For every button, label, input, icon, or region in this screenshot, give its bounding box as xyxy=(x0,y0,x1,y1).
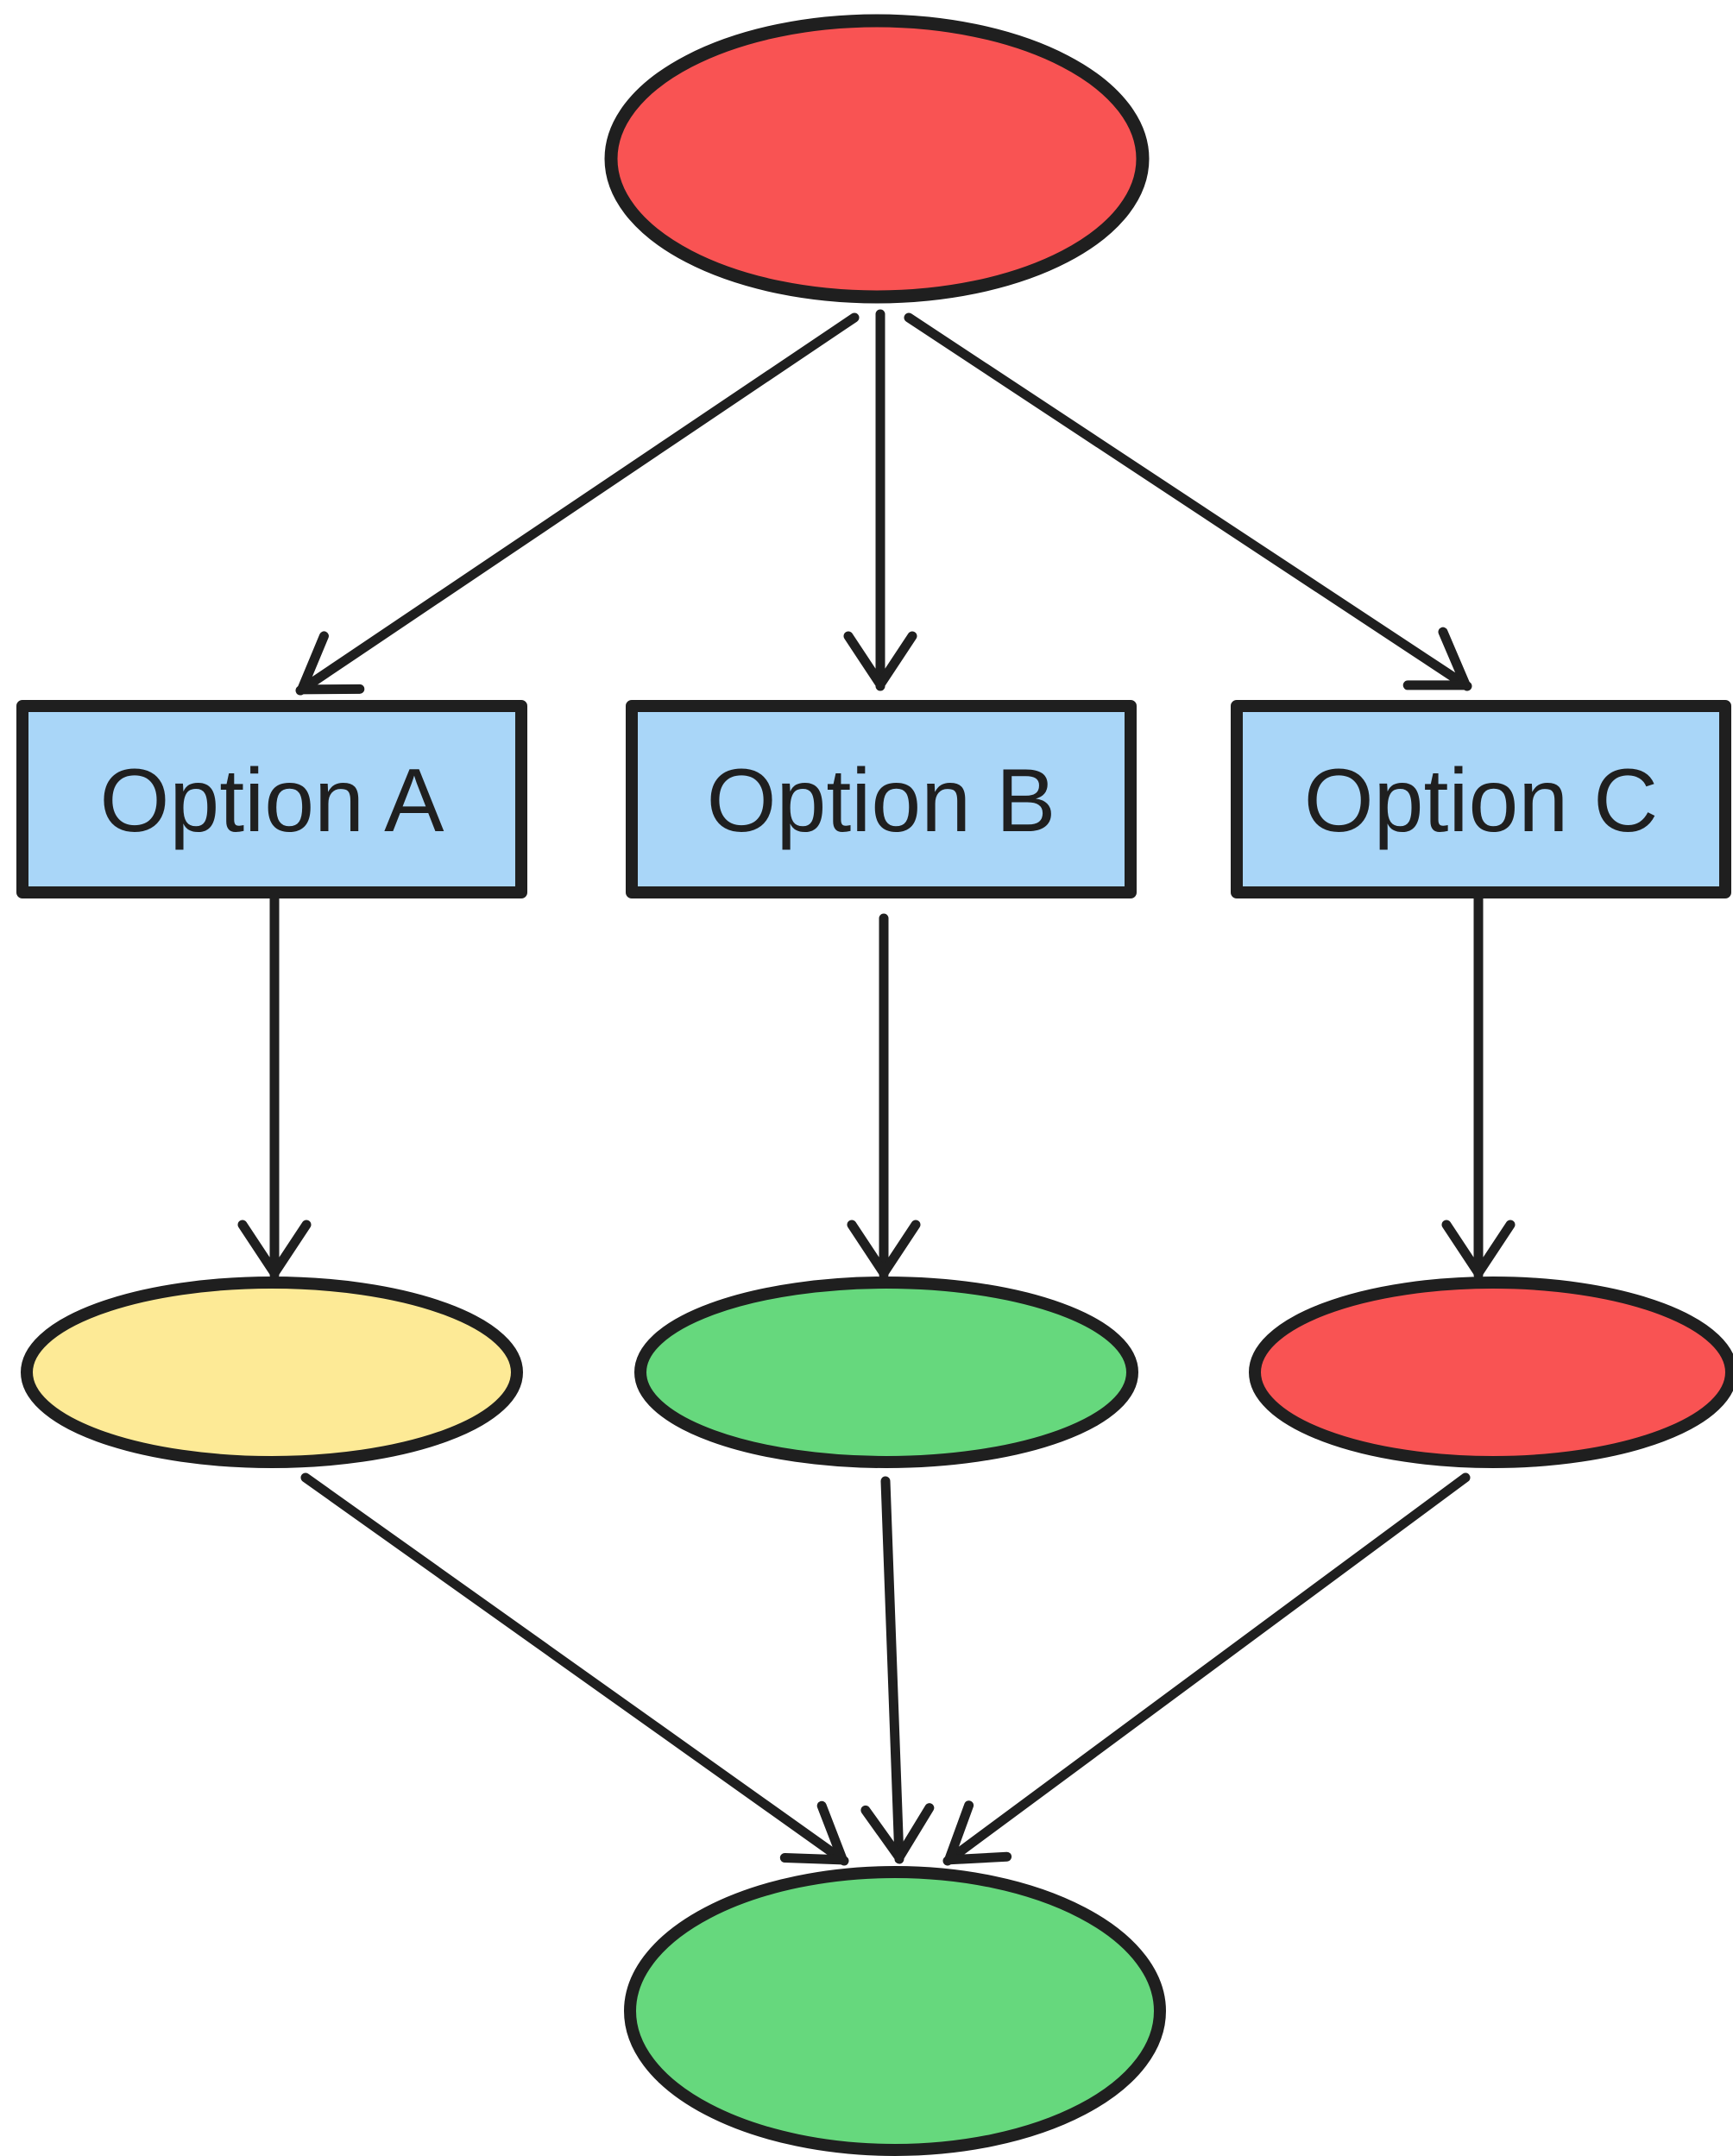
node-result-a-ellipse xyxy=(21,1277,523,1468)
node-option-c-label: Option C xyxy=(1304,751,1658,851)
node-option-b-label: Option B xyxy=(707,751,1056,851)
edge-start-option-a xyxy=(295,312,860,696)
node-result-c-ellipse xyxy=(1249,1277,1733,1468)
node-option-c xyxy=(1231,700,1731,898)
edge-result-b-end xyxy=(860,1476,935,1864)
node-start-ellipse xyxy=(604,14,1150,304)
edge-result-c-end xyxy=(942,1472,1471,1866)
edge-start-option-c xyxy=(904,312,1472,691)
node-option-b xyxy=(626,700,1137,898)
edge-result-a-end xyxy=(300,1472,849,1866)
node-option-a xyxy=(16,700,527,898)
node-option-a-label: Option A xyxy=(100,751,445,851)
node-end-ellipse xyxy=(624,1866,1166,2156)
edges-layer xyxy=(237,309,1516,1866)
node-result-b-ellipse xyxy=(634,1277,1138,1468)
